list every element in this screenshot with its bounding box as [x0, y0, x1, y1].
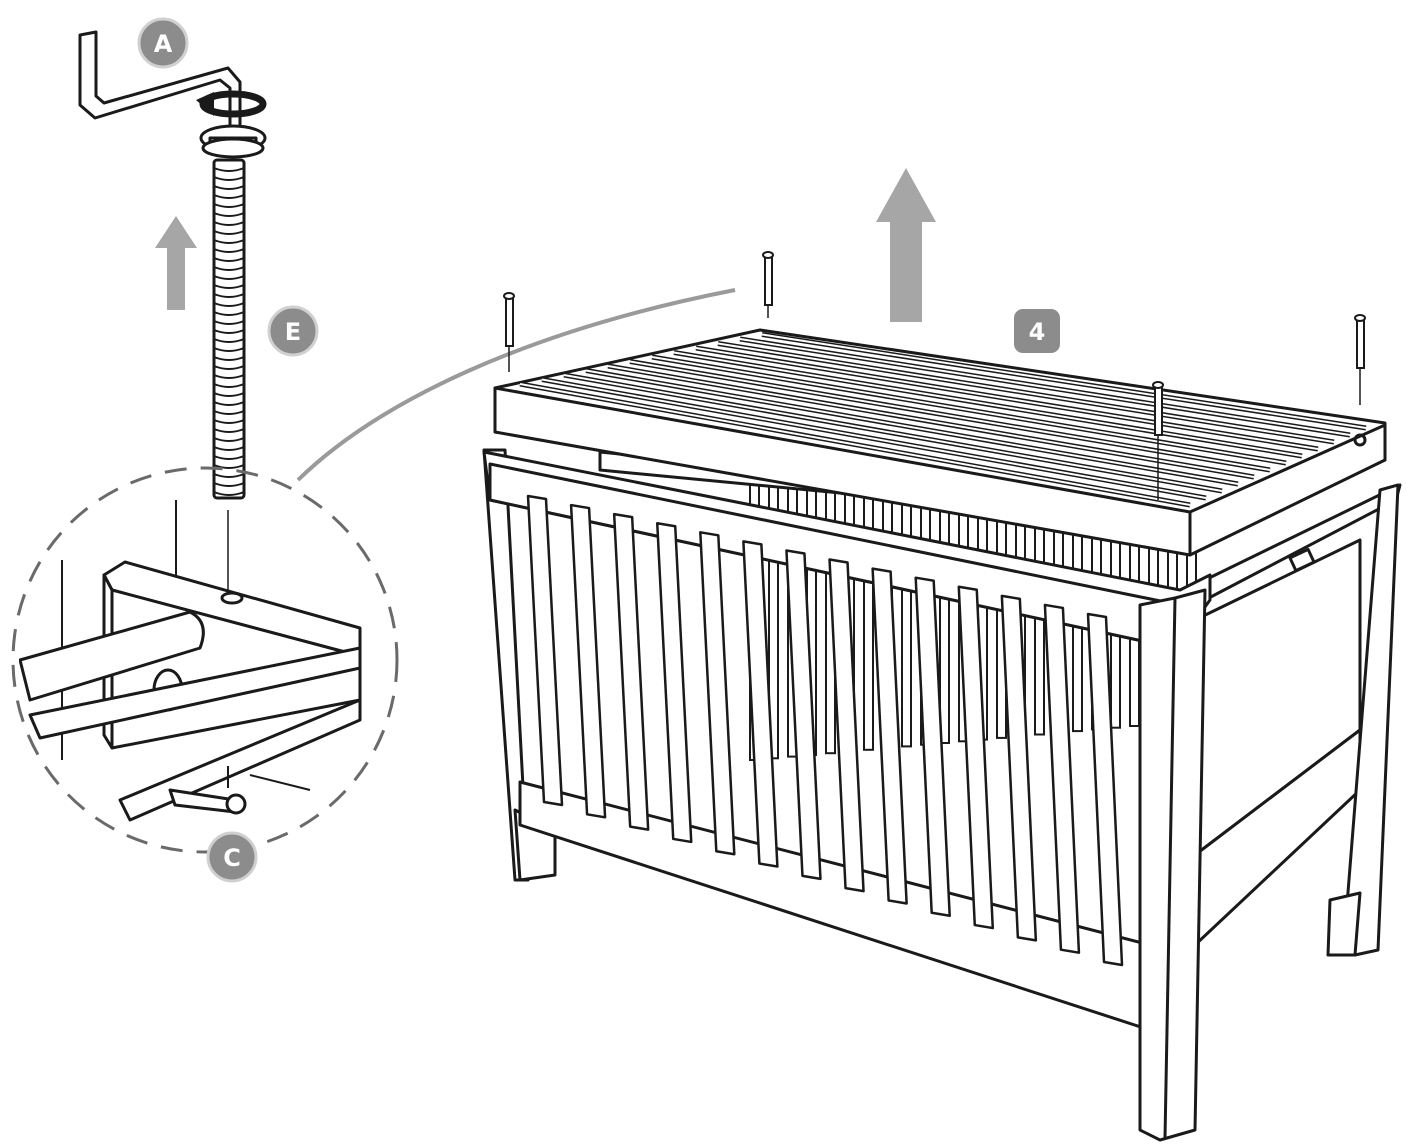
- bolt-thread: [213, 464, 245, 469]
- front-slat: [828, 558, 865, 893]
- bolt-thread: [213, 266, 245, 271]
- front-slat: [1043, 603, 1081, 954]
- front-slat: [742, 540, 779, 868]
- part-a-label: A: [154, 30, 173, 58]
- detail-circle: [11, 466, 399, 854]
- crib: [482, 251, 1402, 1142]
- crib-bolt: [1154, 384, 1163, 436]
- detail-rail: [19, 500, 362, 822]
- crib-bolt: [764, 254, 773, 306]
- crib-bolt: [505, 295, 514, 347]
- bolt-thread: [213, 293, 245, 298]
- bolt-thread: [213, 239, 245, 244]
- bolt-thread: [213, 320, 245, 325]
- front-slat: [1086, 612, 1124, 967]
- bolt-thread: [213, 392, 245, 397]
- bolt-thread: [213, 230, 245, 235]
- bolt-thread: [213, 491, 245, 496]
- bolt-thread: [213, 329, 245, 334]
- bolt-thread: [213, 410, 245, 415]
- front-slat: [871, 567, 908, 905]
- bolt: [199, 124, 267, 500]
- part-e-label: E: [285, 318, 301, 346]
- back-slat: [863, 482, 874, 751]
- bolt-thread: [213, 437, 245, 442]
- bolt-thread: [213, 311, 245, 316]
- front-slat: [655, 521, 693, 844]
- back-slat: [939, 492, 950, 744]
- bolt-thread: [213, 176, 245, 181]
- front-slat: [612, 512, 650, 831]
- bolt-thread: [213, 257, 245, 262]
- step-badge: 4: [1014, 309, 1060, 353]
- lift-arrow-icon: [876, 168, 936, 322]
- bolt-thread: [213, 401, 245, 406]
- bolt-thread: [213, 383, 245, 388]
- bolt-thread: [213, 347, 245, 352]
- rotate-arrow-icon: [196, 90, 267, 118]
- bolt-thread: [213, 194, 245, 199]
- bolt-thread: [213, 203, 245, 208]
- bolt-thread: [213, 446, 245, 451]
- bolt-thread: [213, 419, 245, 424]
- bolt-thread: [213, 365, 245, 370]
- bolt-thread: [213, 221, 245, 226]
- bolt-thread: [213, 473, 245, 478]
- bolt-thread: [213, 428, 245, 433]
- part-c-label: C: [223, 844, 241, 872]
- part-e-badge: E: [267, 305, 319, 357]
- part-c-badge: C: [206, 831, 258, 883]
- front-slat: [526, 494, 564, 807]
- front-slat: [1000, 594, 1038, 942]
- up-arrow-icon: [155, 216, 197, 310]
- crib-bolt: [1356, 317, 1365, 369]
- bolt-thread: [213, 185, 245, 190]
- back-slat: [901, 487, 912, 748]
- front-slat: [569, 503, 607, 819]
- front-slat: [914, 576, 951, 918]
- bolt-thread: [213, 302, 245, 307]
- bolt-thread: [213, 167, 245, 172]
- part-a-badge: A: [137, 17, 189, 69]
- bolt-thread: [213, 356, 245, 361]
- bolt-thread: [213, 248, 245, 253]
- bolt-thread: [213, 482, 245, 487]
- bolt-thread: [213, 338, 245, 343]
- bolt-thread: [213, 374, 245, 379]
- front-slat: [957, 585, 995, 930]
- front-slat: [699, 531, 736, 856]
- bolt-thread: [213, 212, 245, 217]
- detail-leader-line: [296, 288, 736, 482]
- bolt-thread: [213, 455, 245, 460]
- bolt-thread: [213, 284, 245, 289]
- front-slat: [785, 549, 822, 881]
- bolt-thread: [213, 275, 245, 280]
- step-label: 4: [1029, 318, 1046, 346]
